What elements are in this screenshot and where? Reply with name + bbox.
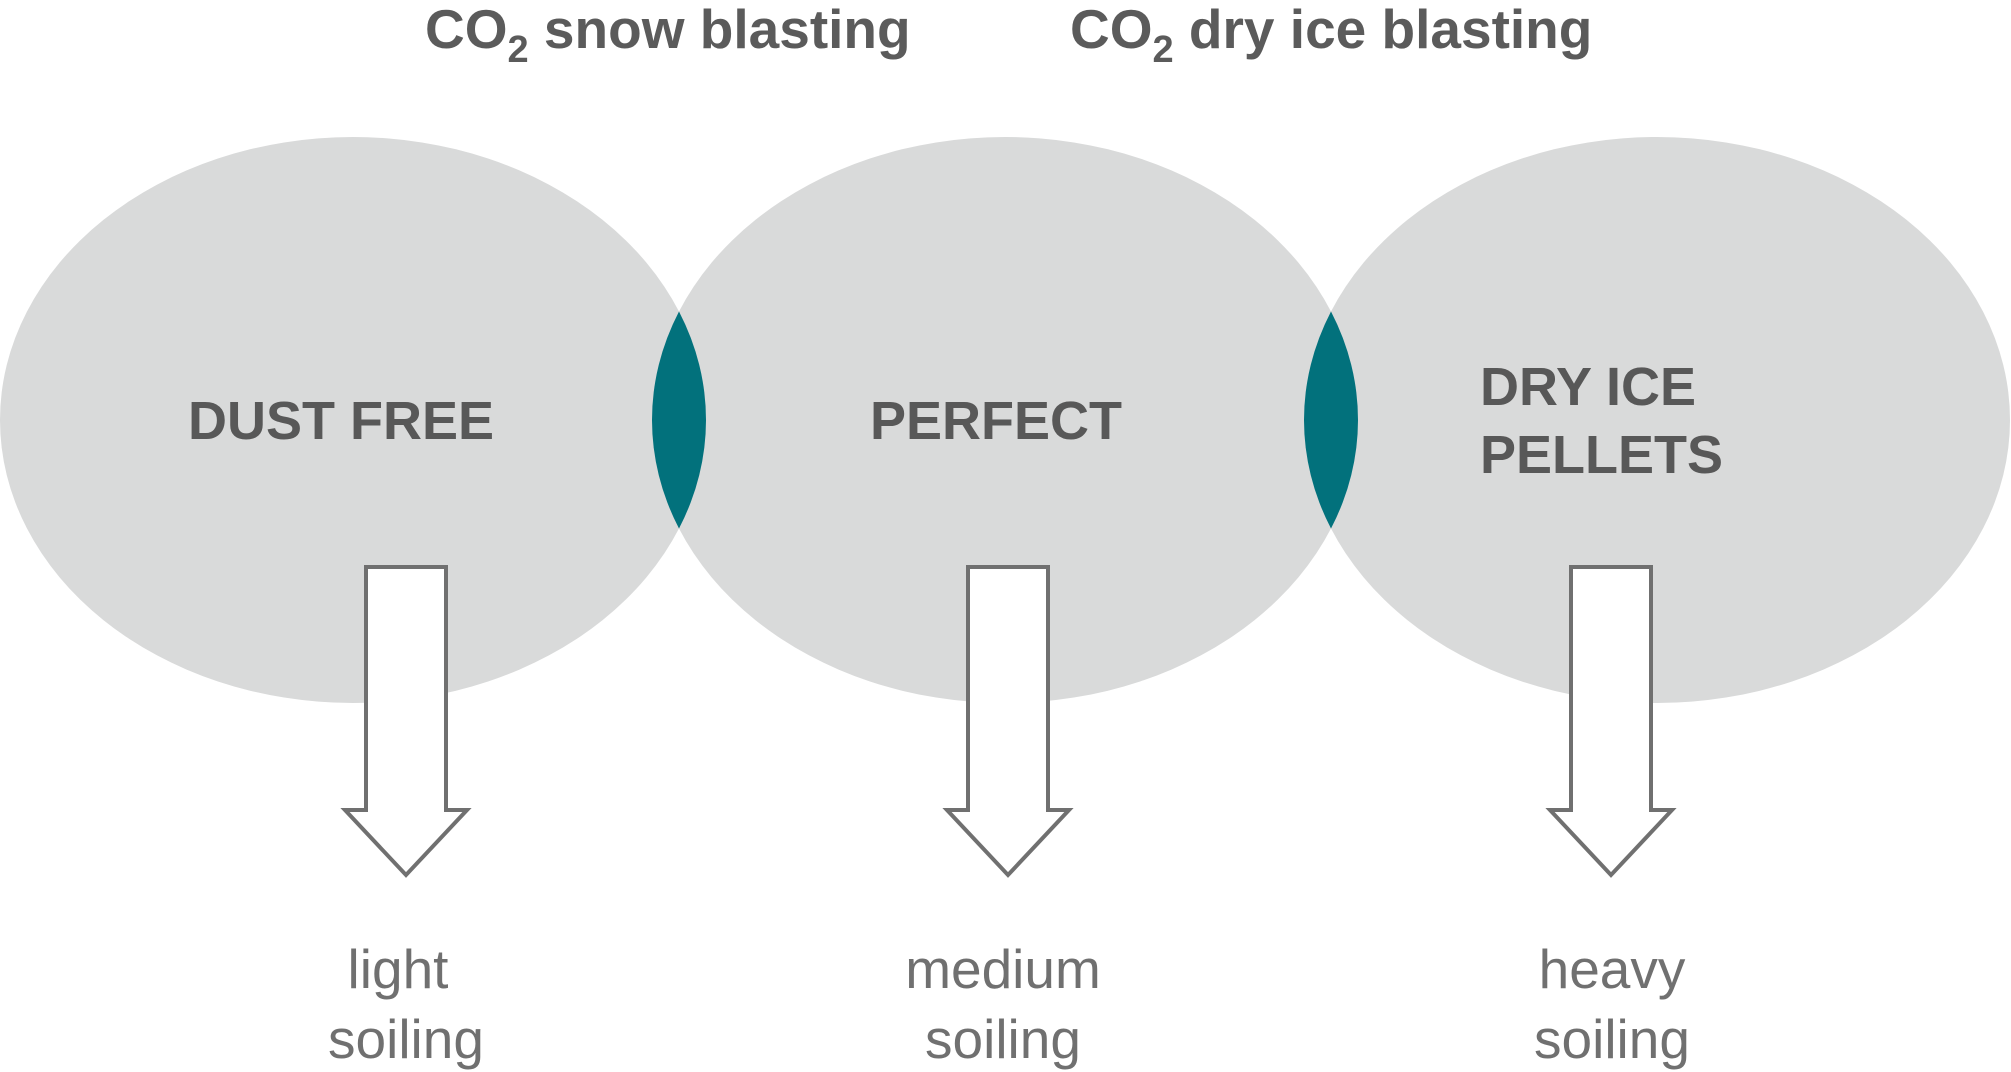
light-soiling-label-line1: light bbox=[348, 938, 449, 1000]
arrow-down-icon bbox=[1545, 565, 1677, 878]
heavy-soiling-label-line1: heavy bbox=[1539, 938, 1686, 1000]
co2-snow-blasting-label: CO2 snow blasting bbox=[425, 0, 911, 71]
perfect-label: PERFECT bbox=[870, 391, 1122, 451]
dry-ice-pellets-label-line1: DRY ICE bbox=[1480, 357, 1696, 417]
light-soiling-label-line2: soiling bbox=[328, 1008, 484, 1070]
dry-ice-pellets-label-line2: PELLETS bbox=[1480, 425, 1723, 485]
medium-soiling-label-line1: medium bbox=[905, 938, 1101, 1000]
arrow-down-icon bbox=[942, 565, 1074, 878]
arrow-down-icon bbox=[340, 565, 472, 878]
perfect-ellipse bbox=[652, 137, 1358, 703]
co2-dry-ice-blasting-label: CO2 dry ice blasting bbox=[1070, 0, 1592, 71]
dust-free-label: DUST FREE bbox=[188, 391, 494, 451]
heavy-soiling-label-line2: soiling bbox=[1534, 1008, 1690, 1070]
dry-ice-pellets-ellipse bbox=[1304, 137, 2010, 703]
medium-soiling-label-line2: soiling bbox=[925, 1008, 1081, 1070]
dust-free-ellipse bbox=[0, 137, 706, 703]
